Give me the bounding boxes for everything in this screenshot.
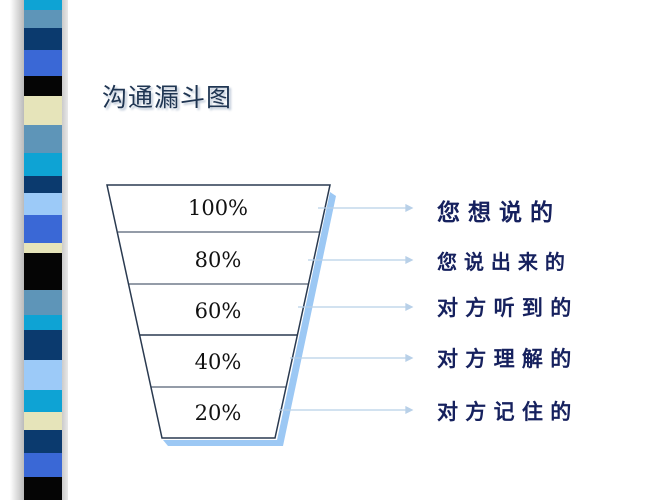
decorative-stripe xyxy=(24,315,62,330)
decorative-stripe xyxy=(24,153,62,176)
decorative-stripe xyxy=(24,28,62,50)
funnel-outline xyxy=(106,184,331,439)
funnel-level-label: 对 方 记 住 的 xyxy=(437,400,572,424)
funnel-level-label: 对 方 听 到 的 xyxy=(437,296,572,320)
page-title: 沟通漏斗图 xyxy=(102,83,233,112)
decorative-strip xyxy=(24,0,62,500)
decorative-stripe xyxy=(24,390,62,412)
decorative-stripe xyxy=(24,453,62,477)
decorative-stripe xyxy=(24,253,62,290)
decorative-stripe xyxy=(24,176,62,193)
decorative-stripe xyxy=(24,76,62,96)
funnel-level-label: 您 说 出 来 的 xyxy=(437,250,565,274)
arrow-head-icon xyxy=(405,353,414,363)
funnel-level-percent: 100% xyxy=(187,196,249,220)
decorative-stripe xyxy=(24,125,62,153)
decorative-stripe xyxy=(24,330,62,360)
decorative-stripe xyxy=(24,477,62,500)
funnel-level-percent: 80% xyxy=(194,248,242,272)
decorative-stripe xyxy=(24,10,62,28)
decorative-stripe xyxy=(24,243,62,253)
funnel-level-percent: 60% xyxy=(194,299,242,323)
decorative-stripe xyxy=(24,50,62,76)
decorative-stripe xyxy=(24,412,62,430)
funnel-level-percent: 20% xyxy=(194,401,242,425)
decorative-stripe xyxy=(24,193,62,215)
arrow-head-icon xyxy=(405,405,414,415)
decorative-stripe xyxy=(24,215,62,243)
decorative-stripe xyxy=(24,96,62,125)
decorative-stripe xyxy=(24,360,62,390)
funnel-level-percent: 40% xyxy=(194,350,242,374)
arrow-head-icon xyxy=(405,255,414,265)
decorative-stripe xyxy=(24,290,62,315)
decorative-stripe xyxy=(24,430,62,453)
arrow-head-icon xyxy=(405,203,414,213)
funnel-level-label: 您 想 说 的 xyxy=(437,200,554,226)
arrow-head-icon xyxy=(405,302,414,312)
funnel-shadow xyxy=(163,192,336,446)
decorative-stripe xyxy=(24,0,62,10)
funnel-level-label: 对 方 理 解 的 xyxy=(437,347,572,371)
